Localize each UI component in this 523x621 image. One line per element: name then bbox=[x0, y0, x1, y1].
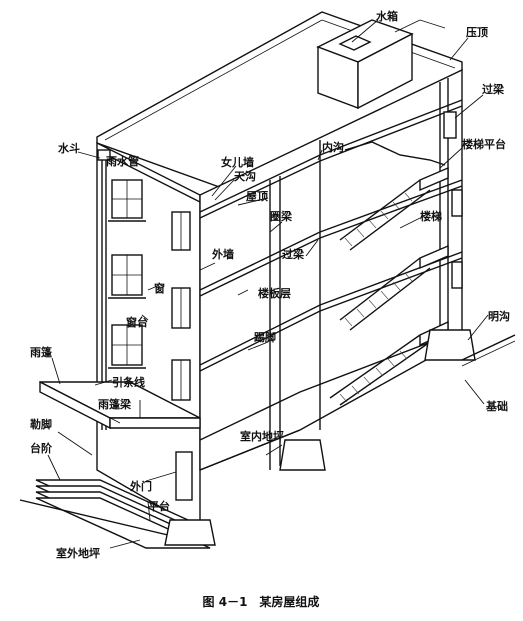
label-outdoor-ground: 室外地坪 bbox=[56, 546, 100, 560]
label-exterior-door: 外门 bbox=[129, 479, 152, 493]
front-windows bbox=[108, 179, 191, 401]
label-lintel-right: 过梁 bbox=[482, 82, 505, 96]
leader-lines bbox=[47, 19, 489, 549]
label-plinth: 勒脚 bbox=[30, 417, 52, 431]
label-water-tank: 水箱 bbox=[376, 9, 398, 23]
figure-caption: 图 4－1 某房屋组成 bbox=[203, 594, 320, 609]
labels: 水箱 压顶 过梁 水斗 雨水管 女儿墙 天沟 内沟 楼梯平台 屋顶 圈梁 楼梯 … bbox=[30, 9, 510, 560]
label-skirting: 踢脚 bbox=[254, 330, 276, 344]
label-lintel-middle: 过梁 bbox=[282, 247, 305, 261]
label-platform: 平台 bbox=[148, 499, 170, 513]
label-downpipe: 雨水管 bbox=[106, 154, 139, 168]
label-coping: 压顶 bbox=[466, 25, 488, 39]
label-steps: 台阶 bbox=[30, 441, 53, 455]
label-rain-hopper: 水斗 bbox=[58, 141, 80, 155]
entrance-canopy bbox=[39, 380, 201, 430]
label-canopy: 雨篷 bbox=[30, 345, 53, 359]
label-foundation: 基础 bbox=[485, 399, 508, 413]
staircase bbox=[329, 141, 449, 406]
label-parapet: 女儿墙 bbox=[221, 155, 254, 169]
label-canopy-beam: 雨篷梁 bbox=[98, 397, 132, 411]
label-drip-line: 引条线 bbox=[112, 375, 145, 389]
label-floor-slab: 楼板层 bbox=[258, 286, 291, 300]
label-ring-beam: 圈梁 bbox=[270, 209, 293, 223]
label-gutter: 天沟 bbox=[234, 169, 256, 183]
label-window: 窗 bbox=[154, 281, 165, 295]
label-inner-gutter: 内沟 bbox=[322, 140, 344, 154]
label-exterior-wall: 外墙 bbox=[211, 247, 234, 261]
side-windows bbox=[443, 111, 463, 289]
label-window-sill: 窗台 bbox=[126, 315, 148, 329]
label-stair-landing: 楼梯平台 bbox=[462, 137, 506, 151]
label-indoor-floor: 室内地坪 bbox=[240, 429, 284, 443]
label-open-drain: 明沟 bbox=[488, 309, 510, 323]
foundation bbox=[164, 329, 476, 546]
entrance-door bbox=[175, 451, 193, 501]
water-tank bbox=[316, 19, 446, 110]
label-roof: 屋顶 bbox=[246, 190, 268, 203]
label-stair: 楼梯 bbox=[420, 209, 442, 223]
building-drawing bbox=[19, 11, 516, 549]
open-drain-line bbox=[461, 334, 516, 361]
